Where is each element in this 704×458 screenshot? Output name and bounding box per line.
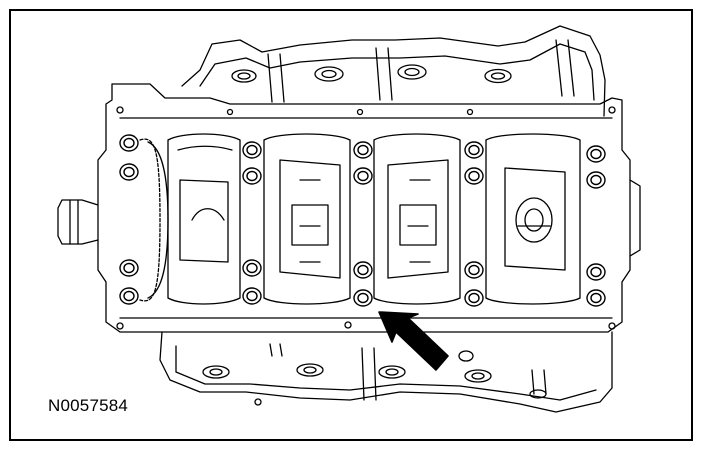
arrow-icon (378, 311, 449, 371)
bearing-bay-1 (167, 133, 241, 305)
upper-block-inner-line (199, 43, 595, 101)
timing-ring (139, 138, 161, 302)
upper-block-outline (181, 25, 606, 117)
figure-code: N0057584 (48, 396, 129, 415)
bearing-bay-2 (263, 133, 351, 305)
lower-block-outline (159, 331, 613, 413)
crank-snout (57, 199, 99, 245)
figure-frame (9, 9, 693, 441)
pan-rail-outline (97, 83, 631, 333)
bearing-bay-4 (485, 133, 581, 305)
bearing-bay-3 (373, 133, 461, 305)
main-bolts (119, 134, 606, 307)
